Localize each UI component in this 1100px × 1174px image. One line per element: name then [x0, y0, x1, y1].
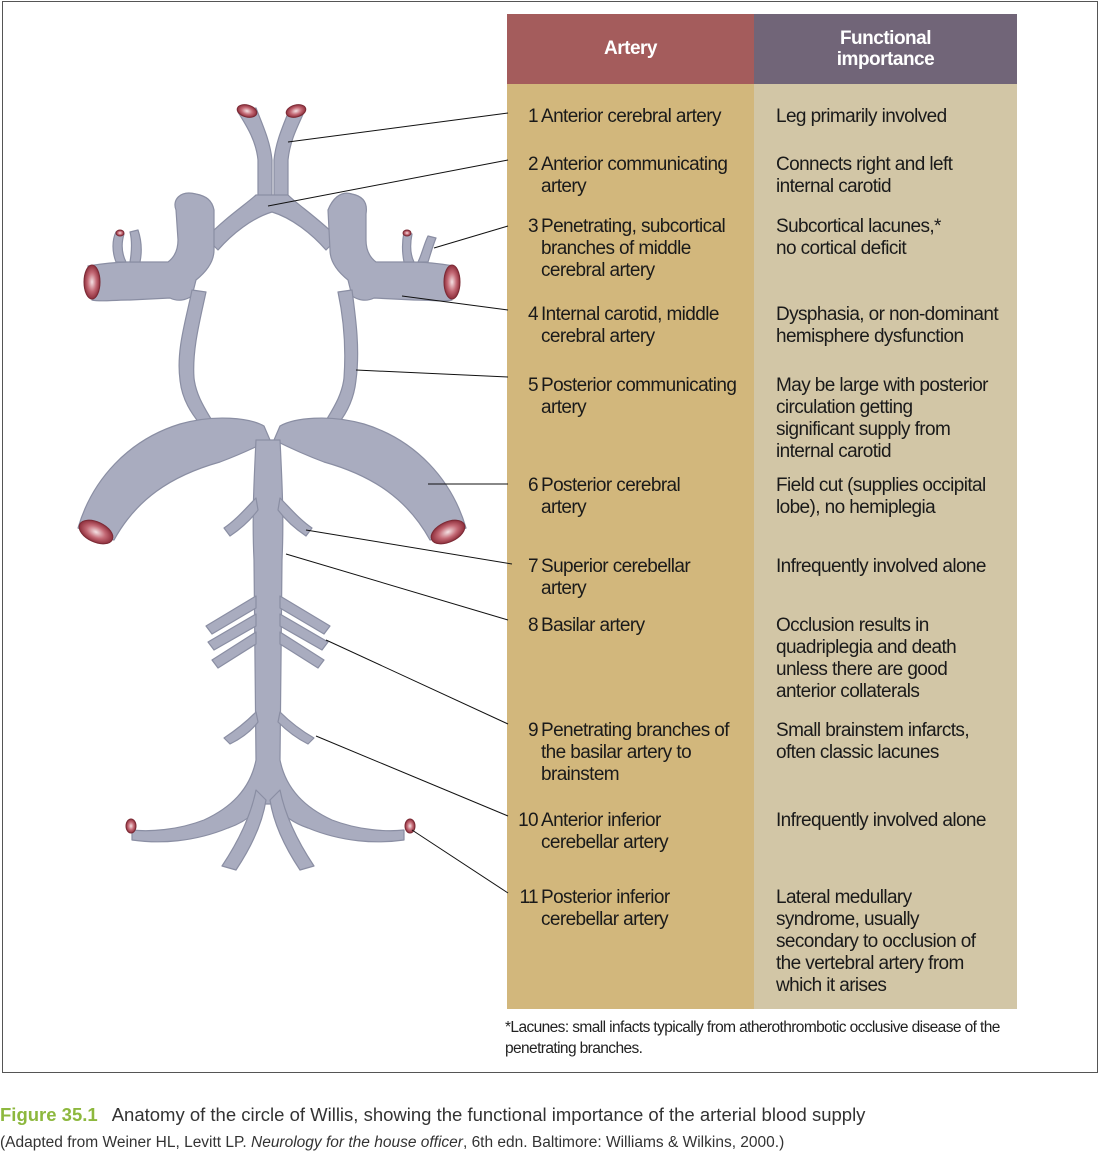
function-row-7: Infrequently involved alone	[776, 556, 986, 577]
right-superior-cerebellar-artery	[277, 497, 313, 537]
left-vertebral-artery	[221, 789, 267, 871]
function-row-1: Leg primarily involved	[776, 106, 947, 127]
left-anterior-cerebral-artery	[237, 107, 273, 201]
left-penetrating-branch-2	[207, 613, 257, 651]
leader-line-1	[287, 112, 509, 143]
function-column-header: Functional importance	[754, 14, 1017, 84]
lumen-right-aca	[285, 104, 307, 118]
lumen-left-pica	[125, 818, 137, 834]
artery-column	[507, 14, 754, 1009]
left-superior-cerebellar-stub	[223, 497, 259, 537]
lumen-right-pica	[404, 818, 416, 834]
function-row-11: Lateral medullary syndrome, usually seco…	[776, 887, 976, 996]
lumen-left-branch	[115, 229, 125, 237]
left-posterior-communicating-artery	[178, 289, 215, 425]
right-penetrating-branch-2	[279, 613, 329, 651]
left-penetrating-branch-3	[211, 631, 257, 669]
right-posterior-communicating-artery	[323, 289, 359, 425]
function-row-10: Infrequently involved alone	[776, 810, 986, 831]
lumen-right-branch	[402, 229, 412, 237]
left-carotid-complex	[87, 192, 215, 302]
function-row-3: Subcortical lacunes,* no cortical defici…	[776, 216, 941, 259]
right-anterior-cerebral-artery	[273, 107, 305, 201]
leader-line-10	[315, 735, 509, 817]
credit-book-title: Neurology for the house officer	[251, 1134, 463, 1151]
leader-line-2	[267, 159, 509, 207]
right-penetrating-branch-1	[279, 595, 331, 635]
function-row-6: Field cut (supplies occipital lobe), no …	[776, 475, 986, 518]
anterior-communicating-artery	[205, 194, 339, 251]
right-penetrating-branch-3	[279, 631, 325, 669]
lumen-left-aca	[236, 104, 258, 118]
right-carotid-complex	[327, 192, 455, 302]
function-row-9: Small brainstem infarcts, often classic …	[776, 720, 970, 763]
leader-line-3	[433, 225, 509, 249]
artery-column-header: Artery	[507, 14, 754, 84]
lumen-right-mca	[443, 264, 461, 300]
leader-line-7	[305, 529, 513, 565]
lumen-left-mca	[83, 264, 101, 300]
credit-prefix: (Adapted from Weiner HL, Levitt LP.	[0, 1134, 251, 1151]
function-row-2: Connects right and left internal carotid	[776, 154, 953, 197]
lumen-right-pca	[430, 519, 466, 545]
left-penetrating-branch-b	[129, 229, 142, 263]
figure-caption: Figure 35.1 Anatomy of the circle of Will…	[0, 1104, 1100, 1126]
left-penetrating-branch-1	[205, 595, 257, 635]
basilar-artery	[131, 439, 405, 843]
circle-of-willis-diagram	[77, 104, 513, 894]
lumen-left-pca	[78, 519, 114, 545]
right-penetrating-branch-a	[401, 231, 415, 263]
leader-line-9	[325, 639, 509, 725]
function-row-4: Dysphasia, or non-dominant hemisphere dy…	[776, 304, 999, 347]
credit-suffix: , 6th edn. Baltimore: Williams & Wilkins…	[462, 1134, 785, 1151]
right-penetrating-branch-b	[417, 235, 437, 263]
left-penetrating-branch-a	[112, 231, 127, 263]
leader-line-11	[411, 829, 509, 894]
function-column	[754, 14, 1017, 1009]
leader-line-8	[285, 553, 509, 621]
figure-credit: (Adapted from Weiner HL, Levitt LP. Neur…	[0, 1134, 1100, 1152]
function-row-8: Occlusion results in quadriplegia and de…	[776, 615, 957, 702]
right-anterior-inferior-cerebellar-artery	[277, 711, 315, 745]
left-anterior-inferior-cerebellar	[223, 711, 259, 745]
table-footnote: *Lacunes: small infacts typically from a…	[505, 1019, 1000, 1057]
figure-caption-text: Anatomy of the circle of Willis, showing…	[111, 1104, 866, 1125]
leader-line-4	[401, 295, 509, 311]
function-row-5: May be large with posterior circulation …	[776, 375, 989, 462]
figure-label: Figure 35.1	[0, 1104, 98, 1125]
posterior-cerebral-arc	[77, 417, 467, 541]
leader-line-5	[355, 369, 509, 378]
right-vertebral-artery	[269, 789, 315, 871]
